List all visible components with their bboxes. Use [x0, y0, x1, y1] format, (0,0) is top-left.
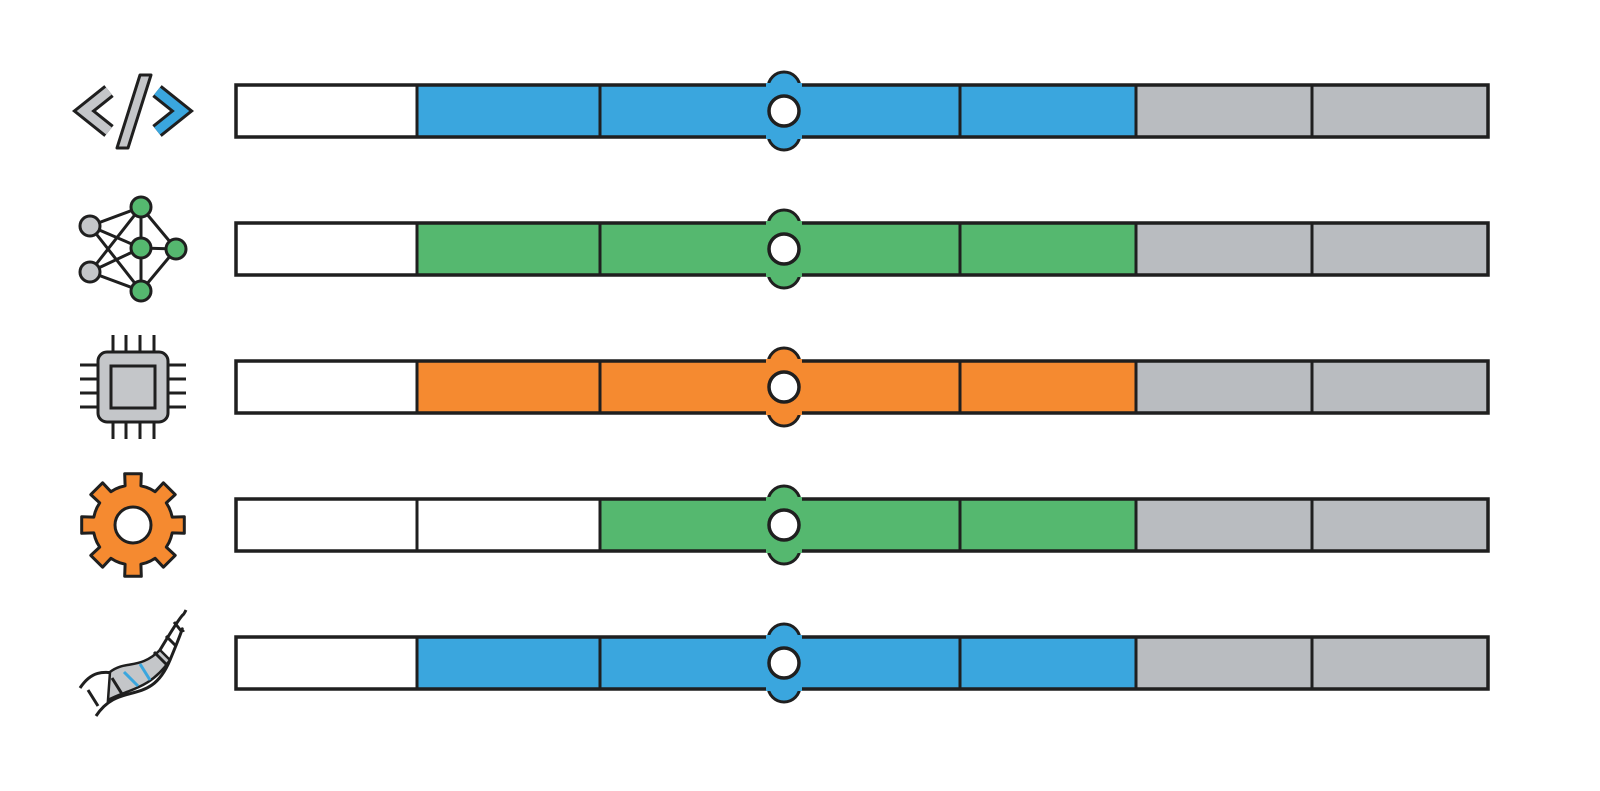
knob-handle[interactable]: [767, 508, 801, 542]
bar-segment: [415, 83, 602, 139]
dna-rung: [152, 650, 168, 666]
bar-outline: [234, 83, 1490, 139]
dna-rung: [86, 689, 100, 707]
slider-knob[interactable]: [766, 70, 802, 152]
bar-outline: [234, 635, 1490, 691]
bar-outline: [234, 221, 1490, 277]
knob-handle[interactable]: [767, 94, 801, 128]
bar-segment: [1310, 359, 1490, 415]
bar-segment: [1310, 83, 1490, 139]
slider-knob[interactable]: [766, 346, 802, 428]
bar-segment: [415, 221, 602, 277]
bar-segment: [1134, 83, 1314, 139]
bar-outline: [234, 359, 1490, 415]
bar-segment: [234, 83, 419, 139]
network-node: [129, 279, 153, 303]
bar-segment: [958, 635, 1138, 691]
bar-segment: [1310, 221, 1490, 277]
bar-segment: [234, 359, 419, 415]
knob-handle[interactable]: [767, 370, 801, 404]
dna-rung: [138, 663, 152, 681]
bar-segment: [1310, 635, 1490, 691]
network-node-input: [78, 260, 102, 284]
knob-handle[interactable]: [767, 646, 801, 680]
knob-handle[interactable]: [767, 232, 801, 266]
bar-segment: [415, 497, 602, 553]
bar-segment: [1134, 497, 1314, 553]
bar-segment: [234, 221, 419, 277]
bar-segment: [415, 359, 602, 415]
gear-icon: [80, 472, 186, 578]
slider-row-code: [71, 70, 1490, 152]
bar-segment: [958, 83, 1138, 139]
code-brackets-icon: [71, 73, 195, 150]
network-node-input: [78, 214, 102, 238]
bar-segment: [1134, 635, 1314, 691]
bracket-right-fill: [154, 87, 190, 135]
slider-row-dna: [78, 609, 1490, 717]
dna-helix-icon: [78, 609, 188, 717]
bar-outline: [234, 497, 1490, 553]
network-node: [164, 237, 188, 261]
bar-segment: [1310, 497, 1490, 553]
network-edge: [88, 206, 143, 273]
dna-rung: [172, 621, 184, 633]
bar-segment: [958, 221, 1138, 277]
dna-body: [106, 648, 172, 703]
dna-rung: [110, 677, 124, 695]
slider-row-chip: [80, 335, 1490, 439]
bracket-left-fill: [76, 87, 112, 135]
slider-knob[interactable]: [766, 484, 802, 566]
bar-segment: [234, 497, 419, 553]
slider-knob[interactable]: [766, 622, 802, 704]
bar-segment: [1134, 359, 1314, 415]
bar-segment: [234, 635, 419, 691]
slider-knob[interactable]: [766, 208, 802, 290]
dna-rung: [164, 634, 178, 648]
cpu-chip-icon: [80, 335, 186, 439]
bar-segment: [1134, 221, 1314, 277]
slider-row-network: [78, 195, 1490, 303]
chip-core: [109, 364, 157, 410]
dna-rung: [122, 670, 140, 688]
network-node: [129, 195, 153, 219]
network-node: [129, 236, 153, 260]
bar-segment: [958, 497, 1138, 553]
slash: [115, 73, 153, 150]
bar-segment: [415, 635, 602, 691]
slider-row-gear: [80, 472, 1490, 578]
gear-hole: [113, 505, 153, 545]
bar-segment: [958, 359, 1138, 415]
neural-network-icon: [78, 195, 188, 303]
